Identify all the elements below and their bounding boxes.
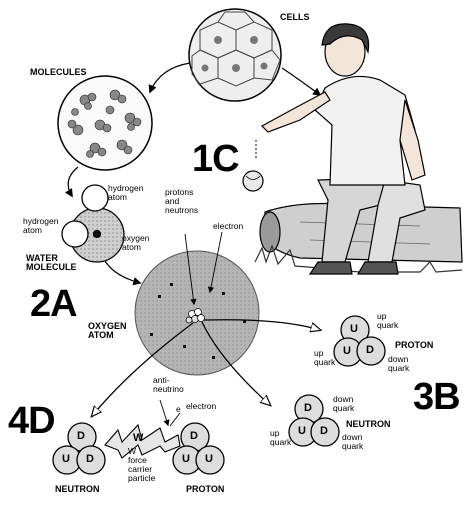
falling-ball-icon [242, 140, 264, 192]
label-oxygen-atom-small: oxygen atom [122, 233, 150, 252]
quark-proton-right-2: U [343, 345, 351, 357]
proton-right [333, 315, 386, 367]
arrow-cells-to-boy [281, 67, 322, 97]
label-oxygen-atom: OXYGEN ATOM [88, 321, 127, 341]
pointer-protons-neutrons [184, 233, 197, 306]
w-boson-zigzag [104, 399, 181, 459]
oxygen-atom-diagram [134, 250, 260, 376]
quark-proton-bottom-2: U [182, 453, 190, 465]
label-neutron-bottom: NEUTRON [55, 484, 100, 494]
neutron-bottom [52, 422, 106, 475]
proton-bottom [172, 422, 225, 475]
label-down-quark-p: down quark [388, 354, 410, 373]
label-w-letter: W [133, 432, 144, 444]
quark-proton-bottom-1: D [190, 430, 198, 442]
arrow-molecules-to-water [64, 166, 79, 198]
arrow-to-neutron [201, 321, 270, 405]
quark-neutron-right-1: D [304, 402, 312, 414]
label-molecules: MOLECULES [30, 67, 87, 77]
label-protons-and-neutrons: protons and neutrons [165, 187, 199, 215]
label-up-quark-n: up quark [270, 428, 292, 447]
label-proton-right: PROTON [395, 340, 434, 350]
arrow-to-proton [203, 319, 320, 330]
label-cells: CELLS [280, 12, 310, 22]
label-electron-bottom: electron [186, 401, 217, 411]
label-down-quark-n2: down quark [342, 432, 364, 451]
quark-proton-bottom-3: U [205, 453, 213, 465]
label-water-molecule: WATER MOLECULE [26, 253, 77, 273]
quark-proton-right-1: U [350, 323, 358, 335]
label-w-force: W force carrier particle [128, 446, 156, 483]
label-down-quark-n1: down quark [333, 394, 355, 413]
water-molecule [61, 184, 125, 263]
quark-neutron-bottom-3: D [86, 453, 94, 465]
cells-circle [188, 8, 282, 102]
quark-neutron-bottom-1: D [77, 430, 85, 442]
step-label-1c: 1C [192, 138, 240, 180]
step-label-2a: 2A [30, 283, 78, 325]
label-up-quark-p1: up quark [377, 311, 399, 330]
molecules-circle [57, 75, 153, 171]
quark-neutron-right-2: U [298, 425, 306, 437]
arrow-cells-to-molecules [148, 62, 191, 94]
quark-neutron-right-3: D [320, 425, 328, 437]
label-proton-bottom: PROTON [186, 484, 225, 494]
label-hydrogen-atom-top: hydrogen atom [108, 183, 144, 202]
neutron-right [288, 394, 340, 447]
label-hydrogen-atom-left: hydrogen atom [23, 216, 59, 235]
step-label-4d: 4D [8, 400, 56, 442]
quark-proton-right-3: D [366, 344, 374, 356]
boy-on-log-illustration [254, 23, 463, 275]
quark-neutron-bottom-2: U [62, 453, 70, 465]
label-electron-top: electron [213, 221, 244, 231]
label-up-quark-p2: up quark [314, 348, 336, 367]
label-anti-neutrino: anti- neutrino [153, 375, 184, 394]
label-e-symbol: e [176, 404, 181, 414]
step-label-3b: 3B [413, 376, 461, 418]
label-neutron-right: NEUTRON [346, 419, 391, 429]
pointer-electron [207, 231, 223, 294]
arrow-to-decay [92, 322, 194, 416]
nucleus-icon [185, 308, 205, 324]
